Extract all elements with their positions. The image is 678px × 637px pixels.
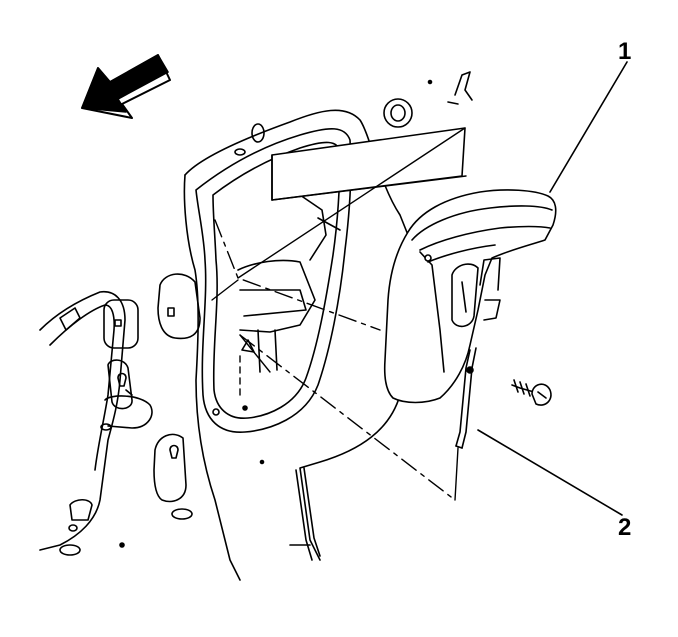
part-1-cover xyxy=(385,190,556,403)
callout-label-1: 1 xyxy=(618,38,632,65)
access-holes xyxy=(154,274,200,519)
part-2-lock-rod xyxy=(456,348,476,448)
screw-icon xyxy=(512,380,551,405)
leader-lines xyxy=(212,62,627,515)
arrow-left-down-icon xyxy=(82,55,170,118)
callout-label-2: 2 xyxy=(618,514,632,541)
hinge-area xyxy=(40,292,152,555)
door-frame-lower xyxy=(290,468,320,560)
